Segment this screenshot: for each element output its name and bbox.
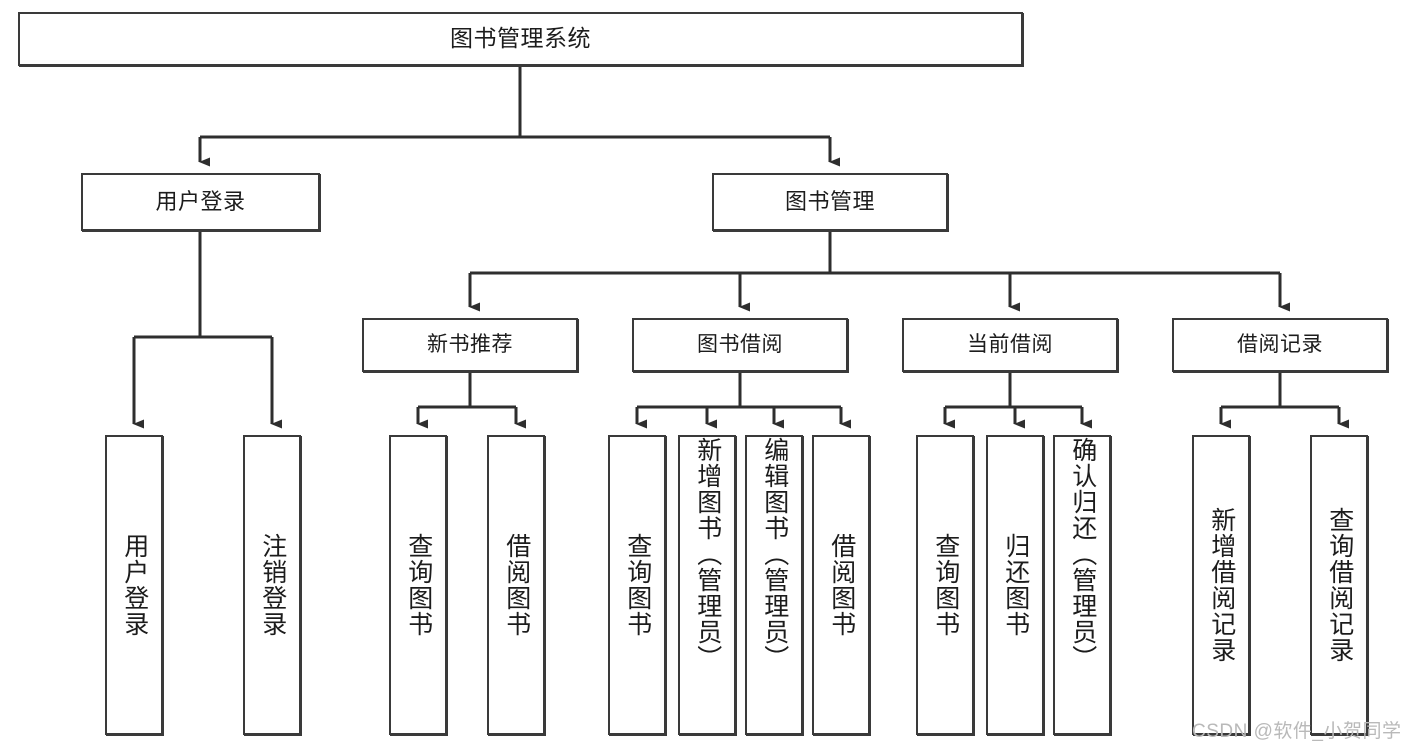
node-label: 借阅图书 xyxy=(502,533,531,637)
node-label: 图书管理系统 xyxy=(450,25,591,52)
node-new-book-recommend[interactable]: 新书推荐 xyxy=(362,318,578,372)
node-label: 当前借阅 xyxy=(967,332,1053,356)
node-label: 图书管理 xyxy=(784,189,875,215)
node-leaf-borrow-book[interactable]: 借阅图书 xyxy=(812,435,870,735)
node-label: 确认归还（管理员） xyxy=(1068,437,1097,671)
node-leaf-add-borrow-record[interactable]: 新增借阅记录 xyxy=(1192,435,1250,735)
node-label: 查询图书 xyxy=(931,533,960,637)
node-leaf-return-book[interactable]: 归还图书 xyxy=(986,435,1044,735)
node-label: 新书推荐 xyxy=(427,332,513,356)
node-label: 图书借阅 xyxy=(697,332,783,356)
node-leaf-add-book-admin[interactable]: 新增图书（管理员） xyxy=(678,435,736,735)
node-leaf-query-borrow-record[interactable]: 查询借阅记录 xyxy=(1310,435,1368,735)
node-label: 查询图书 xyxy=(404,533,433,637)
watermark-credit: CSDN @软件_小贺同学 xyxy=(1192,721,1402,742)
node-leaf-edit-book-admin[interactable]: 编辑图书（管理员） xyxy=(745,435,803,735)
node-leaf-query-book-borrow[interactable]: 查询图书 xyxy=(608,435,666,735)
node-label: 用户登录 xyxy=(120,533,149,637)
node-label: 查询借阅记录 xyxy=(1325,507,1354,663)
node-leaf-logout[interactable]: 注销登录 xyxy=(243,435,301,735)
node-root-book-management-system[interactable]: 图书管理系统 xyxy=(18,12,1023,66)
node-label: 编辑图书（管理员） xyxy=(760,437,789,671)
node-leaf-confirm-return-admin[interactable]: 确认归还（管理员） xyxy=(1053,435,1111,735)
node-label: 注销登录 xyxy=(258,533,287,637)
node-label: 用户登录 xyxy=(155,189,246,215)
node-label: 新增借阅记录 xyxy=(1207,507,1236,663)
node-label: 归还图书 xyxy=(1001,533,1030,637)
node-leaf-borrow-book-recommend[interactable]: 借阅图书 xyxy=(487,435,545,735)
node-leaf-user-login[interactable]: 用户登录 xyxy=(105,435,163,735)
node-book-borrow[interactable]: 图书借阅 xyxy=(632,318,848,372)
node-current-borrow[interactable]: 当前借阅 xyxy=(902,318,1118,372)
node-label: 借阅记录 xyxy=(1237,332,1323,356)
node-book-management[interactable]: 图书管理 xyxy=(712,173,948,231)
node-borrow-record[interactable]: 借阅记录 xyxy=(1172,318,1388,372)
node-label: 查询图书 xyxy=(623,533,652,637)
node-label: 新增图书（管理员） xyxy=(693,437,722,671)
node-label: 借阅图书 xyxy=(827,533,856,637)
node-user-login[interactable]: 用户登录 xyxy=(81,173,320,231)
node-leaf-query-book-current[interactable]: 查询图书 xyxy=(916,435,974,735)
node-leaf-query-book-recommend[interactable]: 查询图书 xyxy=(389,435,447,735)
